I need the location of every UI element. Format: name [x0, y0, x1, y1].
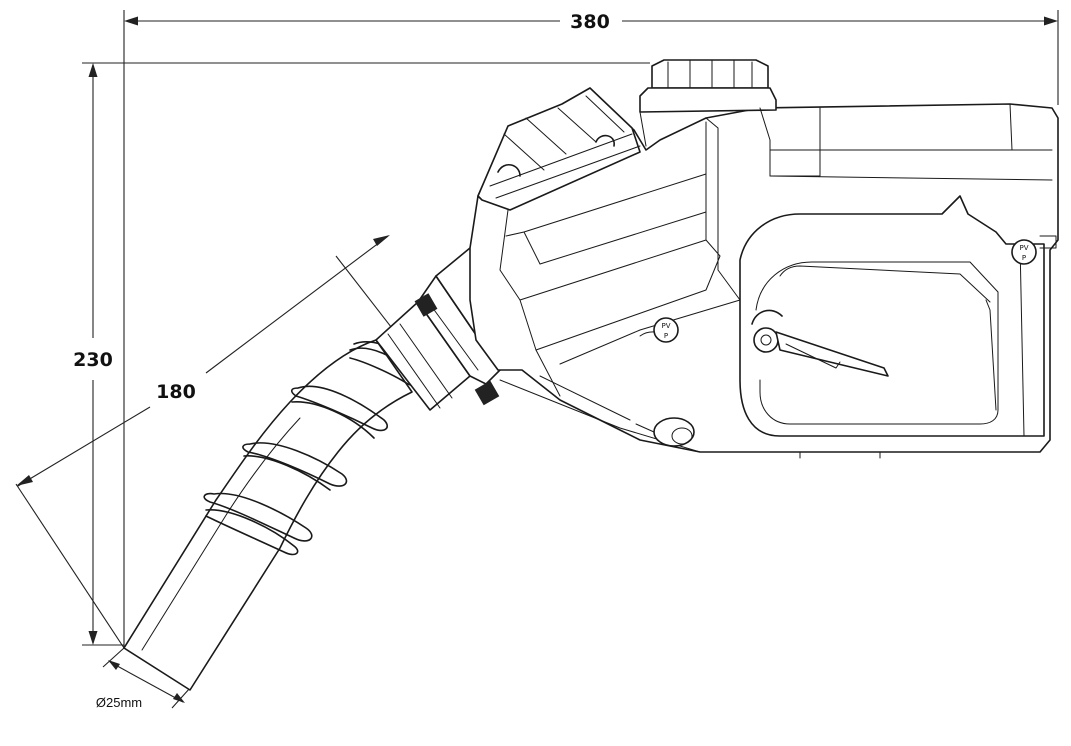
- nozzle-body: PV P PV P: [469, 59, 1059, 459]
- spout: [123, 247, 533, 691]
- dimension-width-380: 380: [123, 10, 1059, 648]
- spout-length-dimension-label: 180: [156, 381, 196, 403]
- top-guard: [477, 87, 641, 211]
- dimension-spout-length-180: 180: [15, 235, 441, 649]
- trigger-lever: [751, 309, 889, 377]
- valve-marking-upper-subtext: P: [1022, 254, 1026, 262]
- hang-hook: [635, 417, 695, 447]
- valve-marking-upper: PV P: [1011, 239, 1037, 265]
- trigger-guard: [739, 195, 1045, 437]
- valve-marking-upper-text: PV: [1019, 244, 1028, 252]
- dimension-height-230: 230: [73, 62, 650, 646]
- valve-marking-lower-subtext: P: [664, 332, 668, 340]
- swivel-cap: [639, 59, 777, 147]
- valve-marking-lower-text: PV: [661, 322, 670, 330]
- width-dimension-label: 380: [570, 11, 610, 33]
- dimension-spout-diameter: Ø25mm: [96, 647, 191, 710]
- height-dimension-label: 230: [73, 349, 113, 371]
- valve-marking-lower: PV P: [653, 317, 679, 343]
- spout-diameter-label: Ø25mm: [96, 695, 142, 710]
